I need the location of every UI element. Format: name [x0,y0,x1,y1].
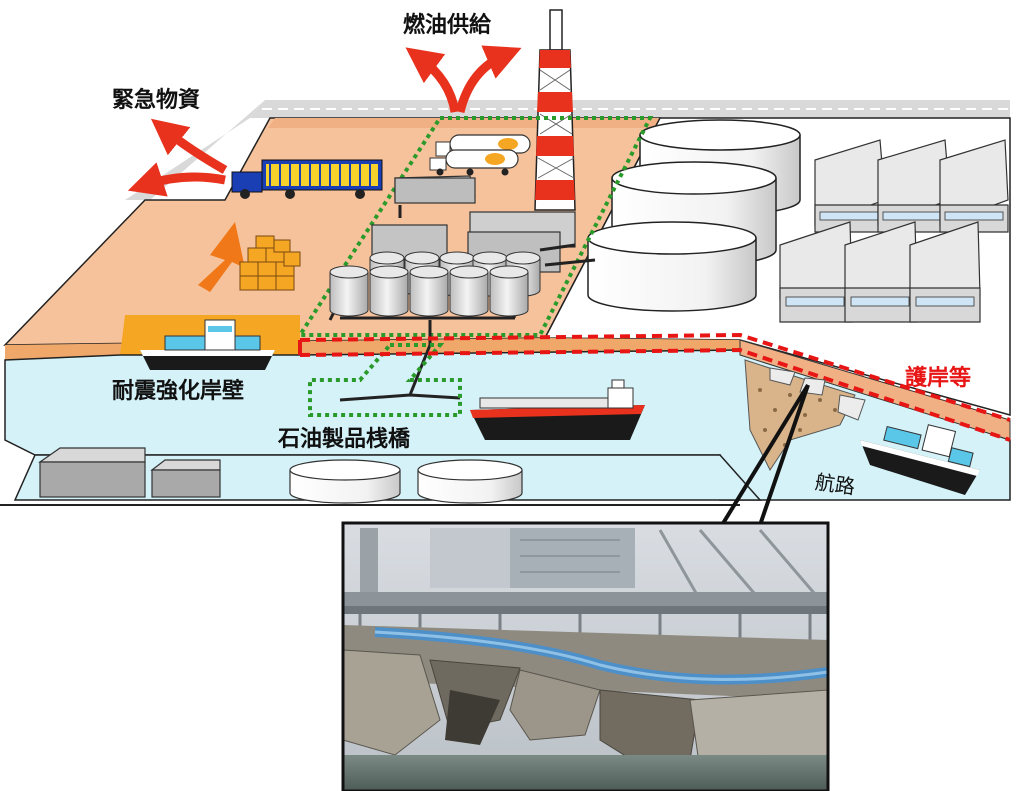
damage-photo [341,521,830,791]
facility-boundary [296,116,654,337]
container-ship-icon [860,424,980,495]
truck-icon [231,159,383,199]
front-buildings [38,447,523,504]
oil-tank-icon [289,459,401,504]
oil-tanker-ship-icon [470,379,645,440]
oil-tank-icon [587,221,757,312]
arrow-icon [405,47,460,113]
storage-building [38,447,146,498]
label-fuel-supply: 燃油供給 [403,12,492,38]
arrow-icon [198,222,245,292]
chimney-icon [534,9,576,211]
large-oil-tanks [587,119,801,312]
warehouses [779,139,1009,323]
storage-building [150,459,221,498]
label-emergency-supplies: 緊急物資 [112,87,200,113]
fuel-facility-area [296,116,654,417]
photo-callout [720,383,810,527]
oil-tank-icon [489,265,529,317]
cargo-boxes-icon [239,235,301,291]
oil-tank-icon [329,265,369,317]
label-seawall: 護岸等 [905,365,971,391]
pier-boundary [308,343,462,417]
process-unit [394,175,476,204]
warehouse-icon [877,139,951,233]
label-oil-products-pier: 石油製品桟橋 [277,426,411,452]
warehouse-icon [779,221,853,323]
oil-tank-icon [417,459,523,504]
warehouse-icon [814,139,886,233]
supply-arrows [127,45,522,292]
oil-tank-icon [409,265,449,317]
tanker-truck-icon [429,134,531,176]
arrow-icon [127,162,226,197]
arrow-icon [455,45,522,114]
container-ship-icon [140,319,275,370]
seawall-boundary [298,332,1011,442]
label-channel: 航路 [814,470,857,499]
warehouse-icon [909,221,981,323]
arrow-icon [150,118,228,174]
label-quake-resistant-quay: 耐震強化岸壁 [112,378,244,404]
warehouse-icon [939,139,1009,233]
oil-tank-icon [449,265,489,317]
oil-tank-icon [369,265,409,317]
